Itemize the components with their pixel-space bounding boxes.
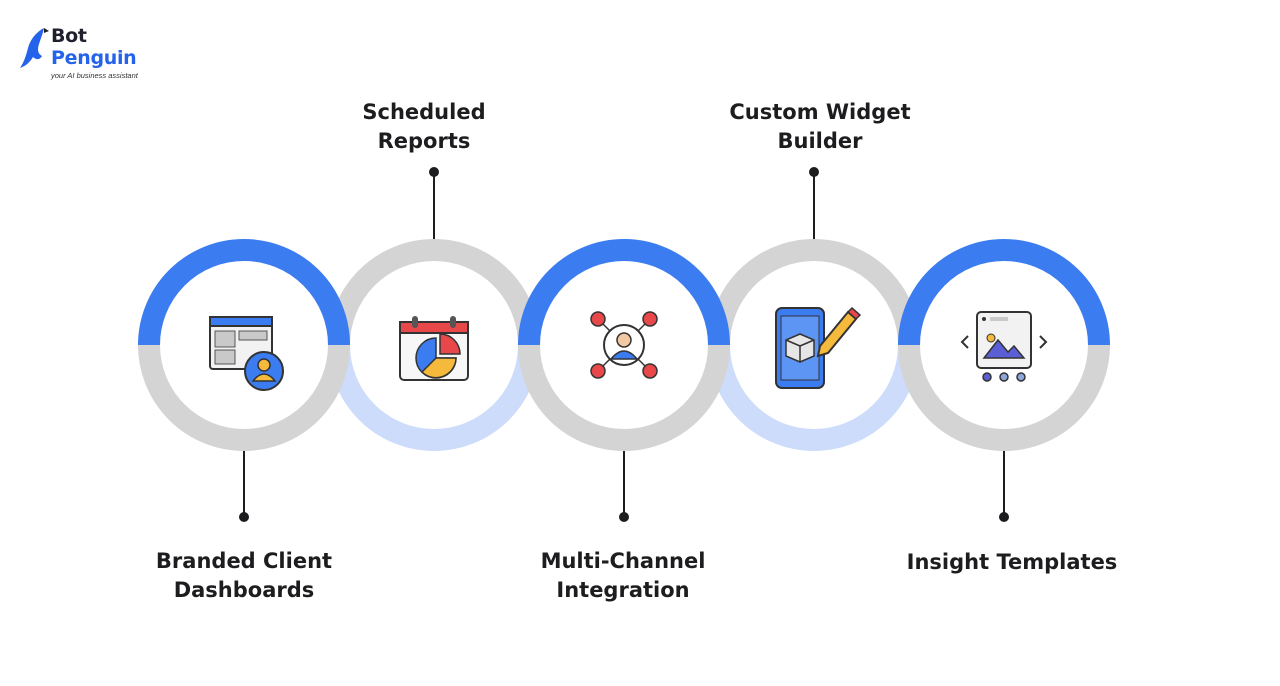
connector-dot [809,167,819,177]
connector-dot [999,512,1009,522]
feature-label-scheduled-reports: Scheduled Reports [362,100,486,153]
connectors [239,167,1009,522]
feature-ring [898,239,1110,451]
botpenguin-logo: Bot Penguin your AI business assistant [18,24,158,84]
calendar-pie-chart-icon [399,316,469,381]
ring-top-arc [138,239,350,346]
feature-label-custom-widget-builder: Custom Widget Builder [729,100,911,153]
feature-ring [708,239,920,451]
feature-ring [518,239,730,451]
ring-top-arc [518,239,730,346]
image-carousel-icon [960,311,1048,382]
logo-tagline: your AI business assistant [51,71,138,80]
logo-line-2: Penguin [51,47,137,69]
ring-bottom-arc [898,344,1110,451]
penguin-icon [20,28,49,68]
ring-bottom-arc [328,344,540,451]
ring-bottom-arc [518,344,730,451]
rings [138,239,1110,451]
feature-label-multi-channel-integration: Multi-Channel Integration [540,549,706,602]
phone-cube-pencil-icon [775,306,862,389]
connector-dot [239,512,249,522]
ring-bottom-arc [708,344,920,451]
feature-ring [138,239,350,451]
dashboard-user-icon [209,316,284,391]
feature-label-insight-templates: Insight Templates [906,550,1118,574]
feature-label-branded-client-dashboards: Branded Client Dashboards [155,549,333,602]
icons [209,306,1048,391]
ring-top-arc [328,239,540,346]
ring-bottom-arc [138,344,350,451]
ring-top-arc [898,239,1110,346]
logo-line-1: Bot [51,25,87,47]
connector-dot [619,512,629,522]
connector-dot [429,167,439,177]
network-user-icon [590,311,658,379]
ring-top-arc [708,239,920,346]
feature-ring [328,239,540,451]
